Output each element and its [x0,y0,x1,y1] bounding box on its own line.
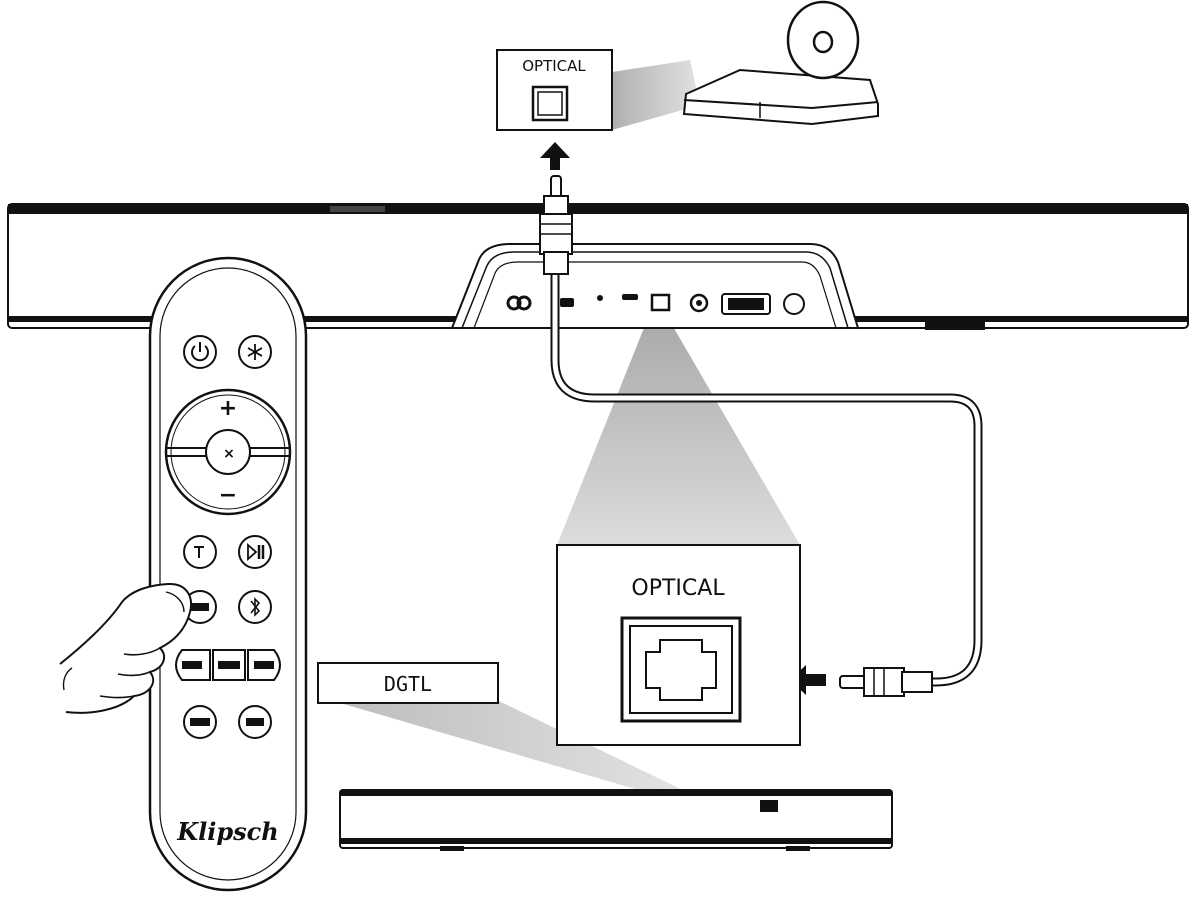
light-icon [247,344,263,360]
mode-button-left[interactable] [175,649,211,681]
input-icon [191,603,209,611]
up-arrow-icon [540,142,570,170]
tv-button[interactable] [183,535,217,569]
dgtl-callout: DGTL [317,662,499,704]
mode-icon-right [254,661,274,669]
mode-icon-left [182,661,202,669]
light-button[interactable] [238,335,272,369]
cable-plug-top [539,175,573,275]
rear-panel [450,243,860,329]
large-optical-label: OPTICAL [631,576,725,601]
soundbar-front-display [339,789,893,851]
play-pause-button[interactable] [238,535,272,569]
night-icon [246,718,264,726]
mode-button-center[interactable] [212,649,246,681]
large-optical-callout: OPTICAL [556,544,801,746]
volume-ring[interactable]: + − × [164,388,292,516]
mute-label: × [223,446,235,462]
display-zoom-beam [330,700,720,812]
service-port [622,294,638,300]
mute-button[interactable]: × [223,446,235,462]
bluetooth-icon [250,597,261,617]
dialog-button[interactable] [183,705,217,739]
top-optical-callout: OPTICAL [496,49,613,131]
dialog-icon [190,718,210,726]
soundbar-optical-port [650,293,671,312]
power-port [506,295,532,311]
cable-plug-right [839,667,933,697]
reset-hole [597,295,603,301]
display-window [760,800,778,812]
coaxial-port [689,293,709,313]
mode-button-right[interactable] [247,649,281,681]
play-pause-icon [247,543,265,561]
usb-port [560,298,574,307]
brand-logo: Klipsch [176,817,278,846]
remote-control: + − × [148,256,308,892]
top-zoom-beam [612,60,700,130]
sound-mode-buttons [175,649,281,681]
bluetooth-button[interactable] [238,590,272,624]
large-zoom-beam [557,318,800,545]
volume-down-label: − [219,483,237,508]
mode-icon-center [218,661,240,669]
hand-icon [59,582,192,714]
hdmi-port [721,293,771,315]
sub-port [783,293,805,315]
dgtl-label: DGTL [384,672,432,696]
top-optical-label: OPTICAL [522,57,586,75]
power-icon [191,342,209,362]
volume-up-label: + [219,396,237,421]
disc-player-icon [682,0,879,126]
night-button[interactable] [238,705,272,739]
power-button[interactable] [183,335,217,369]
tv-icon [194,546,204,558]
